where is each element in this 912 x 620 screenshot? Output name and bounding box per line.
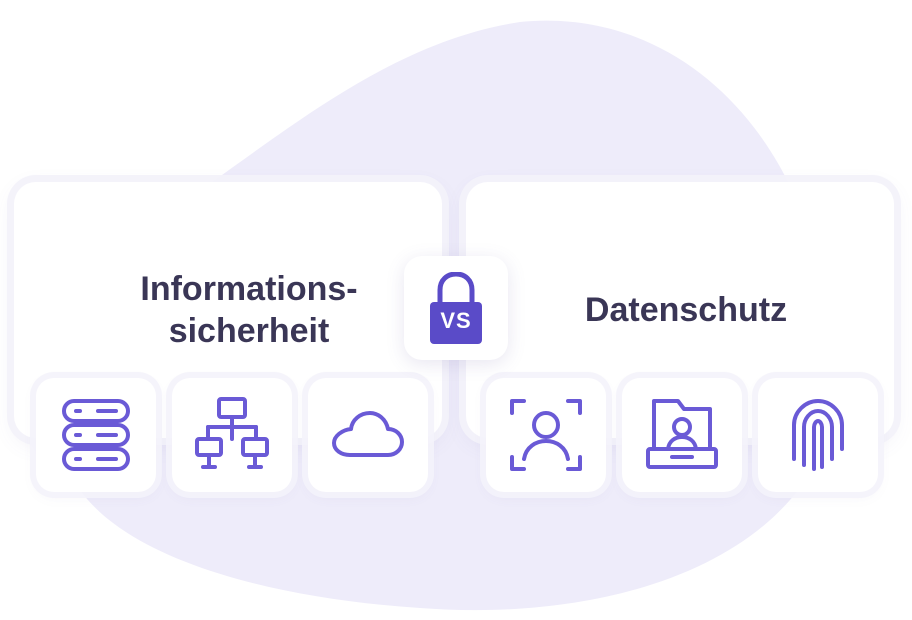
title-line-2: sicherheit — [168, 312, 330, 350]
data-protection-title: Datenschutz — [584, 291, 788, 329]
cloud-tile — [308, 378, 428, 492]
vs-badge: VS — [404, 256, 508, 360]
user-folder-icon — [646, 399, 718, 469]
vs-label: VS — [440, 308, 472, 333]
title-line-1: Informations- — [140, 270, 358, 308]
cloud-icon — [332, 411, 404, 457]
server-stack-icon — [62, 399, 130, 471]
user-folder-tile — [622, 378, 742, 492]
face-scan-icon — [510, 399, 582, 471]
fingerprint-icon — [792, 399, 844, 471]
padlock-icon — [430, 272, 482, 344]
network-tile — [172, 378, 292, 492]
fingerprint-tile — [758, 378, 878, 492]
server-tile — [36, 378, 156, 492]
information-security-title: Informations- sicherheit — [94, 268, 404, 352]
face-scan-tile — [486, 378, 606, 492]
network-hierarchy-icon — [195, 397, 269, 469]
